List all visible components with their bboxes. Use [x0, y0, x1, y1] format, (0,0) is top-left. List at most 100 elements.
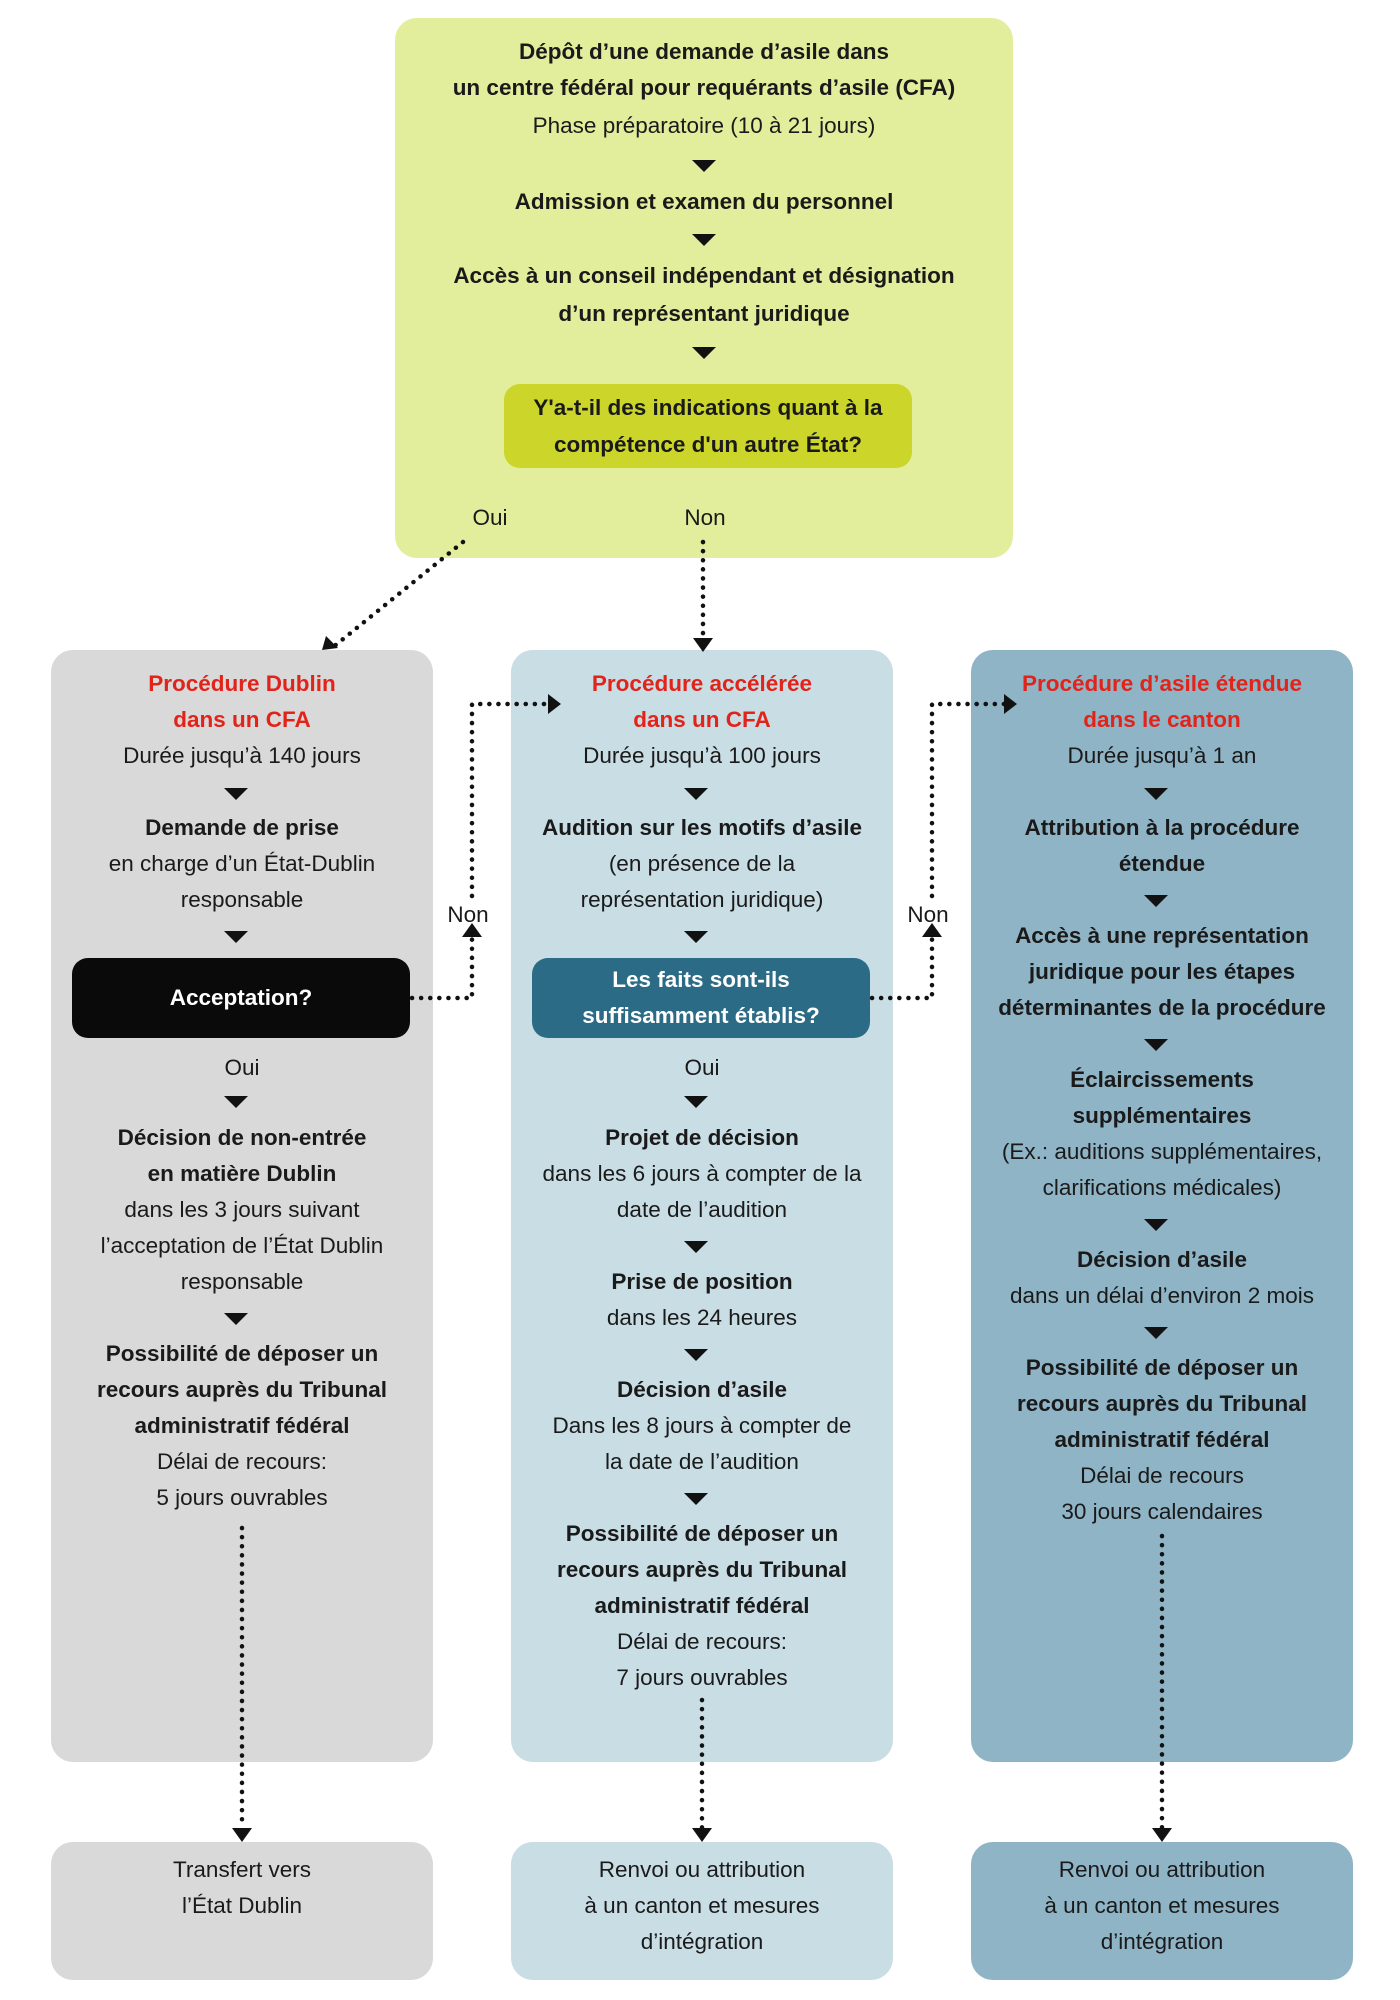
counsel-step-line2: d’un représentant juridique: [558, 301, 850, 326]
accelerated-outcome-box: [511, 1842, 893, 1980]
dublin-decision-sub1: dans les 3 jours suivant: [124, 1197, 360, 1222]
dublin-decision-sub3: responsable: [180, 1269, 304, 1294]
counsel-step-line1: Accès à un conseil indépendant et désign…: [453, 263, 955, 288]
clarifications-sub2: clarifications médicales): [1042, 1175, 1282, 1200]
asylum-filing-title-line1: Dépôt d’une demande d’asile dans: [518, 39, 890, 64]
admission-step: Admission et examen du personnel: [514, 189, 894, 214]
competence-question-line2: compétence d'un autre État?: [554, 432, 862, 457]
facts-question-line2: suffisamment établis?: [582, 1003, 820, 1028]
extended-outcome-line2: à un canton et mesures: [1044, 1893, 1280, 1918]
flow-arrow-icon: [1144, 1219, 1168, 1231]
extended-appeal-line2: recours auprès du Tribunal: [1016, 1391, 1308, 1416]
accelerated-duration: Durée jusqu’à 100 jours: [583, 743, 821, 768]
acceptation-question-box: [72, 958, 410, 1038]
flow-arrow-icon: [692, 347, 716, 359]
extended-access-line3: déterminantes de la procédure: [998, 995, 1326, 1020]
arrowhead-icon: [232, 1828, 252, 1842]
accelerated-appeal-line3: administratif fédéral: [594, 1593, 810, 1618]
facts-question-line1: Les faits sont-ils: [612, 967, 790, 992]
dublin-appeal-line3: administratif fédéral: [134, 1413, 350, 1438]
flow-arrow-icon: [224, 788, 248, 800]
arrowhead-icon: [692, 1828, 712, 1842]
extended-outcome-box: [971, 1842, 1353, 1980]
draft-decision-title: Projet de décision: [605, 1125, 799, 1150]
accelerated-decision-line1: Dans les 8 jours à compter de: [552, 1413, 852, 1438]
accelerated-decision-line2: la date de l’audition: [605, 1449, 799, 1474]
flow-arrow-icon: [684, 788, 708, 800]
accelerated-outcome-line2: à un canton et mesures: [584, 1893, 820, 1918]
clarifications-sub1: (Ex.: auditions supplémentaires,: [1001, 1139, 1323, 1164]
dublin-non-label: Non: [447, 902, 489, 927]
accelerated-decision-title: Décision d’asile: [616, 1377, 788, 1402]
extended-title-line1: Procédure d’asile étendue: [1021, 671, 1303, 696]
extended-decision-line1: dans un délai d’environ 2 mois: [1010, 1283, 1314, 1308]
accelerated-procedure-panel: [511, 650, 893, 1762]
accelerated-outcome-line3: d’intégration: [640, 1929, 764, 1954]
extended-access-line2: juridique pour les étapes: [1028, 959, 1296, 984]
flow-arrow-icon: [692, 234, 716, 246]
accelerated-non-label: Non: [907, 902, 949, 927]
acceptation-question: Acceptation?: [169, 985, 313, 1010]
accelerated-delay-line2: 7 jours ouvrables: [616, 1665, 788, 1690]
dublin-appeal-line2: recours auprès du Tribunal: [96, 1377, 388, 1402]
dublin-outcome-line2: l’État Dublin: [181, 1893, 303, 1918]
dublin-decision-sub2: l’acceptation de l’État Dublin: [100, 1233, 384, 1258]
flow-arrow-icon: [684, 1349, 708, 1361]
accelerated-title-line1: Procédure accélérée: [591, 671, 813, 696]
extended-duration: Durée jusqu’à 1 an: [1067, 743, 1257, 768]
clarifications-line1: Éclaircissements: [1070, 1067, 1254, 1092]
dublin-decision-line2: en matière Dublin: [147, 1161, 337, 1186]
accelerated-hearing-line2: représentation juridique): [580, 887, 824, 912]
accelerated-title-line2: dans un CFA: [633, 707, 771, 732]
flow-arrow-icon: [224, 1313, 248, 1325]
accelerated-hearing-title: Audition sur les motifs d’asile: [541, 815, 863, 840]
dublin-request-line1: en charge d’un État-Dublin: [108, 851, 376, 876]
extended-delay-line2: 30 jours calendaires: [1061, 1499, 1263, 1524]
accelerated-outcome-line1: Renvoi ou attribution: [598, 1857, 806, 1882]
facts-question-box: [532, 958, 870, 1038]
dublin-delay-line1: Délai de recours:: [156, 1449, 328, 1474]
dublin-outcome-box: [51, 1842, 433, 1980]
extended-assign-line2: étendue: [1118, 851, 1206, 876]
extended-outcome-line3: d’intégration: [1100, 1929, 1224, 1954]
extended-outcome-line1: Renvoi ou attribution: [1058, 1857, 1266, 1882]
position-line1: dans les 24 heures: [606, 1305, 798, 1330]
accelerated-delay-line1: Délai de recours:: [616, 1629, 788, 1654]
dublin-duration: Durée jusqu’à 140 jours: [123, 743, 361, 768]
flow-arrow-icon: [1144, 1327, 1168, 1339]
competence-question-line1: Y'a-t-il des indications quant à la: [533, 395, 883, 420]
accelerated-appeal-line2: recours auprès du Tribunal: [556, 1557, 848, 1582]
competence-question-box: [504, 384, 912, 468]
flow-arrow-icon: [692, 160, 716, 172]
arrowhead-icon: [1152, 1828, 1172, 1842]
asylum-filing-title-line2: un centre fédéral pour requérants d’asil…: [452, 75, 956, 100]
extended-access-line1: Accès à une représentation: [1015, 923, 1309, 948]
flow-arrow-icon: [684, 1493, 708, 1505]
dublin-title-line1: Procédure Dublin: [148, 671, 336, 696]
flow-arrow-icon: [1144, 895, 1168, 907]
dublin-request-line2: responsable: [180, 887, 304, 912]
flow-arrow-icon: [1144, 788, 1168, 800]
extended-appeal-line3: administratif fédéral: [1054, 1427, 1270, 1452]
draft-decision-line2: date de l’audition: [616, 1197, 788, 1222]
dublin-oui-label: Oui: [224, 1055, 260, 1080]
top-non-label: Non: [684, 505, 726, 530]
clarifications-line2: supplémentaires: [1072, 1103, 1252, 1128]
dublin-request-title: Demande de prise: [145, 815, 339, 840]
flow-arrow-icon: [684, 1096, 708, 1108]
dublin-appeal-line1: Possibilité de déposer un: [105, 1341, 379, 1366]
draft-decision-line1: dans les 6 jours à compter de la: [542, 1161, 862, 1186]
preparatory-phase-label: Phase préparatoire (10 à 21 jours): [532, 113, 876, 138]
dublin-outcome-line1: Transfert vers: [173, 1857, 311, 1882]
flow-arrow-icon: [1144, 1039, 1168, 1051]
accelerated-oui-label: Oui: [684, 1055, 720, 1080]
flow-arrow-icon: [224, 1096, 248, 1108]
flow-arrow-icon: [684, 1241, 708, 1253]
dublin-decision-line1: Décision de non-entrée: [117, 1125, 367, 1150]
position-title: Prise de position: [611, 1269, 793, 1294]
arrowhead-icon: [322, 636, 338, 650]
dublin-title-line2: dans un CFA: [173, 707, 311, 732]
initial-phase-box: [395, 18, 1013, 558]
flow-arrow-icon: [224, 931, 248, 943]
extended-assign-line1: Attribution à la procédure: [1024, 815, 1300, 840]
